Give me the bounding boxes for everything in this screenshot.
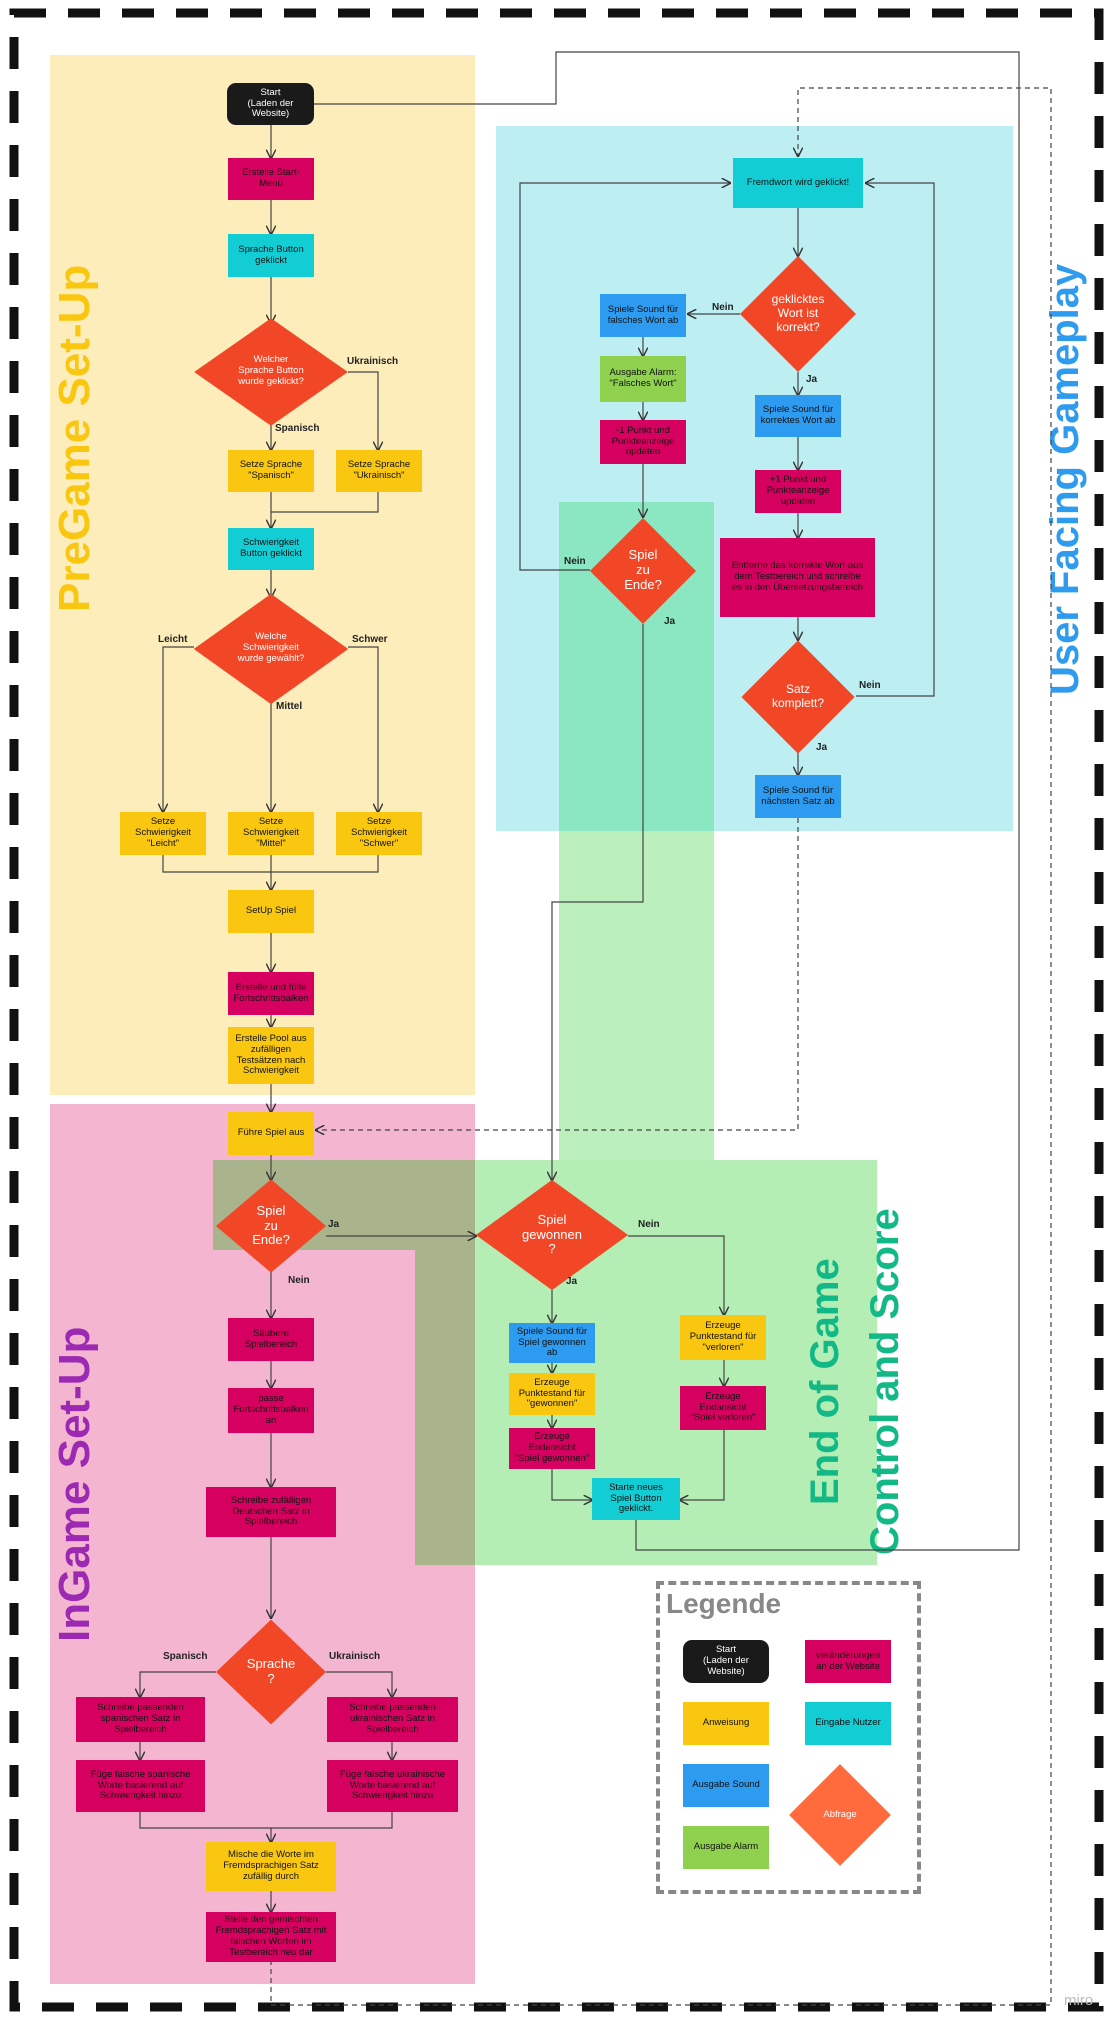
pregame-title: PreGame Set-Up xyxy=(50,264,99,612)
label-nein-korrekt: Nein xyxy=(712,302,734,313)
language-button-clicked-node: Sprache Button geklickt xyxy=(228,234,314,277)
label-ja-gewonnen: Ja xyxy=(566,1276,578,1287)
set-medium-node: Setze Schwierigkeit "Mittel" xyxy=(228,812,314,855)
sentence-complete-text: Satz komplett? xyxy=(771,681,825,710)
which-difficulty-text: Welche Schwierigkeit wurde gewählt? xyxy=(237,631,305,664)
label-ja-ende: Ja xyxy=(328,1219,340,1230)
write-german-sentence-node: Schreibe zufälligen Deutschen Satz in Sp… xyxy=(206,1487,336,1537)
display-sentence-node: Stelle den gemischten Fremdsprachigen Sa… xyxy=(206,1912,336,1962)
difficulty-button-clicked-node: Schwierigkeit Button geklickt xyxy=(228,528,314,570)
game-over-decision-1: Spiel zu Ende? xyxy=(215,1179,327,1273)
foreign-word-clicked-node: Fremdwort wird geklickt! xyxy=(733,158,863,208)
language-decision: Sprache ? xyxy=(216,1618,326,1726)
legend-veraenderung: veränderungen an der Website xyxy=(805,1640,891,1683)
label-nein-ende: Nein xyxy=(288,1275,310,1286)
ingame-title: InGame Set-Up xyxy=(50,1326,99,1642)
label-spanisch-1: Spanisch xyxy=(275,423,320,434)
which-language-text: Welcher Sprache Button wurde geklickt? xyxy=(238,354,304,387)
shuffle-words-node: Mische die Worte im Fremdsprachigen Satz… xyxy=(206,1842,336,1891)
label-ja-ende-2: Ja xyxy=(664,616,676,627)
gameplay-title: User Facing Gameplay xyxy=(1043,263,1087,695)
legend-eingabe: Eingabe Nutzer xyxy=(805,1702,891,1745)
score-lost-node: Erzeuge Punktestand für "verloren" xyxy=(680,1315,766,1360)
ukrainian-sentence-node: Schreibe passenden ukrainischen Satz in … xyxy=(327,1697,458,1742)
legend-abfrage-text: Abfrage xyxy=(823,1808,857,1820)
set-ukrainian-node: Setze Sprache "Ukrainisch" xyxy=(336,450,422,492)
game-won-decision: Spiel gewonnen ? xyxy=(475,1179,629,1291)
remove-word-node: Entferne das korrekte Wort aus dem Testb… xyxy=(720,538,875,617)
create-start-menu-node: Erstelle Start- Menü xyxy=(228,158,314,200)
label-nein-ende-2: Nein xyxy=(564,556,586,567)
legend-alarm: Ausgabe Alarm xyxy=(683,1826,769,1869)
label-nein-satz: Nein xyxy=(859,680,881,691)
label-ukrainisch-1: Ukrainisch xyxy=(347,356,399,367)
endgame-title-2: Control and Score xyxy=(863,1208,907,1555)
sentence-complete-decision: Satz komplett? xyxy=(740,639,856,754)
endview-lost-node: Erzeuge Endansicht "Spiel verloren" xyxy=(680,1386,766,1430)
plus-point-node: +1 Punkt und Punkteanzeige updaten xyxy=(755,470,841,513)
label-ukrainisch-2: Ukrainisch xyxy=(329,1651,381,1662)
label-schwer: Schwer xyxy=(352,634,388,645)
set-hard-node: Setze Schwierigkeit "Schwer" xyxy=(336,812,422,855)
legend-anweisung: Anweisung xyxy=(683,1702,769,1745)
label-ja-korrekt: Ja xyxy=(806,374,818,385)
label-spanisch-2: Spanisch xyxy=(163,1651,208,1662)
spanish-sentence-node: Schreibe passenden spanischen Satz in Sp… xyxy=(76,1697,205,1742)
sound-won-node: Spiele Sound für Spiel gewonnen ab xyxy=(509,1323,595,1363)
create-pool-node: Erstelle Pool aus zufälligen Testsätzen … xyxy=(228,1027,314,1084)
start-node: Start (Laden der Website) xyxy=(227,83,314,125)
legend-title: Legende xyxy=(666,1588,782,1619)
adjust-progressbar-node: passe Fortschrittsbalken an xyxy=(228,1388,314,1433)
sound-correct-node: Spiele Sound für korrektes Wort ab xyxy=(755,395,841,437)
word-correct-decision: geklicktes Wort ist korrekt? xyxy=(740,256,856,372)
new-game-button-node: Starte neues Spiel Button geklickt. xyxy=(592,1478,680,1520)
set-spanish-node: Setze Sprache "Spanisch" xyxy=(228,450,314,492)
miro-watermark: miro xyxy=(1064,1992,1094,2009)
game-won-text: Spiel gewonnen ? xyxy=(522,1211,582,1257)
run-game-node: Führe Spiel aus xyxy=(228,1112,314,1155)
endgame-title-1: End of Game xyxy=(803,1258,847,1505)
spanish-wrong-words-node: Füge falsche spanische Worte basierend a… xyxy=(76,1760,205,1812)
create-progressbar-node: Erstelle und fülle Fortschrittsbalken xyxy=(228,972,314,1015)
legend-abfrage: Abfrage xyxy=(788,1763,892,1867)
set-easy-node: Setze Schwierigkeit "Leicht" xyxy=(120,812,206,855)
legend-start: Start (Laden der Website) xyxy=(683,1640,769,1683)
which-difficulty-decision: Welche Schwierigkeit wurde gewählt? xyxy=(193,593,349,704)
label-nein-gewonnen: Nein xyxy=(638,1219,660,1230)
score-won-node: Erzeuge Punktestand für "gewonnen" xyxy=(509,1373,595,1415)
legend-sound: Ausgabe Sound xyxy=(683,1764,769,1807)
game-over-decision-2: Spiel zu Ende? xyxy=(589,517,697,624)
pregame-region xyxy=(50,55,475,1095)
sound-next-sentence-node: Spiele Sound für nächsten Satz ab xyxy=(755,775,841,818)
setup-game-node: SetUp Spiel xyxy=(228,890,314,933)
minus-point-node: -1 Punkt und Punkteanzeige updaten xyxy=(600,420,686,464)
word-correct-text: geklicktes Wort ist korrekt? xyxy=(771,292,825,334)
sound-wrong-node: Spiele Sound für falsches Wort ab xyxy=(600,294,686,337)
label-ja-satz: Ja xyxy=(816,742,828,753)
label-mittel: Mittel xyxy=(276,701,303,712)
label-leicht: Leicht xyxy=(158,634,188,645)
language-decision-text: Sprache ? xyxy=(246,1656,296,1686)
clean-playarea-node: Säubere Spielbereich xyxy=(228,1318,314,1361)
game-over-text-1: Spiel zu Ende? xyxy=(252,1202,290,1248)
ukrainian-wrong-words-node: Füge falsche ukrainische Worte basierend… xyxy=(327,1760,458,1812)
endview-won-node: Erzeuge Endansicht "Spiel gewonnen" xyxy=(509,1428,595,1469)
alarm-wrong-node: Ausgabe Alarm: "Falsches Wort" xyxy=(600,356,686,402)
which-language-decision: Welcher Sprache Button wurde geklickt? xyxy=(194,317,348,426)
overlap-region-pink-2 xyxy=(415,1250,475,1565)
game-over-text-2: Spiel zu Ende? xyxy=(624,547,662,592)
